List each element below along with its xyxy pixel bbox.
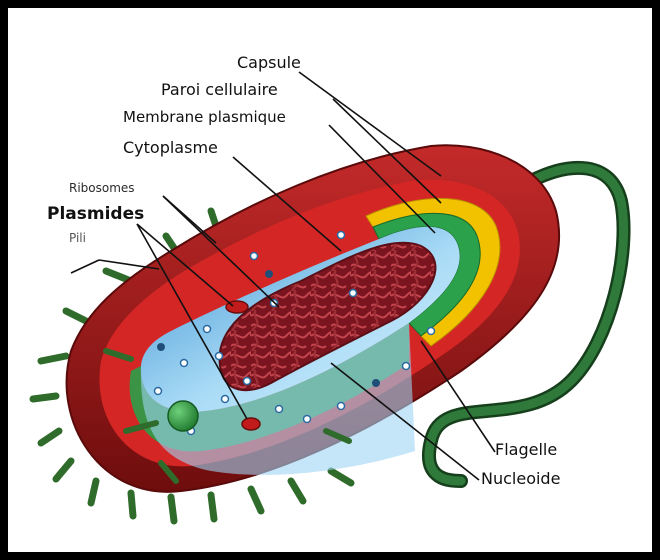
inclusion-granule (168, 401, 198, 431)
label-pili: Pili (69, 231, 86, 245)
diagram-canvas: Capsule Paroi cellulaire Membrane plasmi… (8, 8, 652, 552)
label-plasmides: Plasmides (47, 204, 144, 224)
label-capsule: Capsule (237, 53, 301, 72)
bacterium-diagram: Capsule Paroi cellulaire Membrane plasmi… (11, 11, 649, 549)
label-ribosomes: Ribosomes (69, 181, 135, 195)
label-nucleoide: Nucleoide (481, 469, 560, 488)
label-flagelle: Flagelle (495, 440, 557, 459)
label-cytoplasme: Cytoplasme (123, 138, 218, 157)
label-paroi-cellulaire: Paroi cellulaire (161, 80, 278, 99)
label-membrane-plasmique: Membrane plasmique (123, 108, 286, 126)
